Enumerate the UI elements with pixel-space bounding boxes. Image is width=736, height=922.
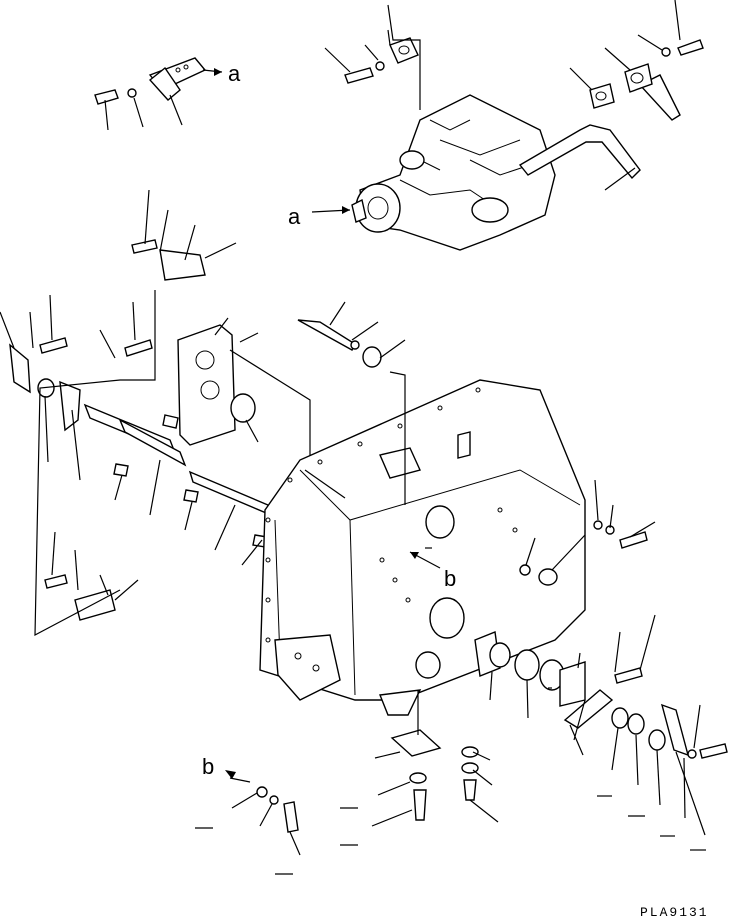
bottom-parts bbox=[256, 319, 479, 833]
callout-b-mid: b bbox=[444, 566, 456, 591]
lever-shaft-assembly bbox=[9, 239, 280, 621]
pump-flange-bolts bbox=[344, 37, 704, 84]
reference-dashes bbox=[195, 795, 706, 875]
callout-b-bottom: b bbox=[202, 754, 214, 779]
main-case bbox=[259, 379, 586, 716]
left-bracket-lines bbox=[34, 290, 311, 637]
fuel-pipes bbox=[518, 63, 681, 180]
cover-plate bbox=[177, 324, 256, 446]
leader-lines bbox=[0, 0, 706, 856]
callout-a-top: a bbox=[228, 61, 241, 86]
figure-code: PLA9131 bbox=[640, 905, 709, 920]
gasket-bolt-holes bbox=[265, 387, 518, 643]
filter-element-group bbox=[94, 57, 223, 105]
right-side-parts bbox=[474, 520, 728, 759]
injection-pump-assembly bbox=[351, 94, 556, 251]
callout-a-left: a bbox=[288, 204, 301, 229]
